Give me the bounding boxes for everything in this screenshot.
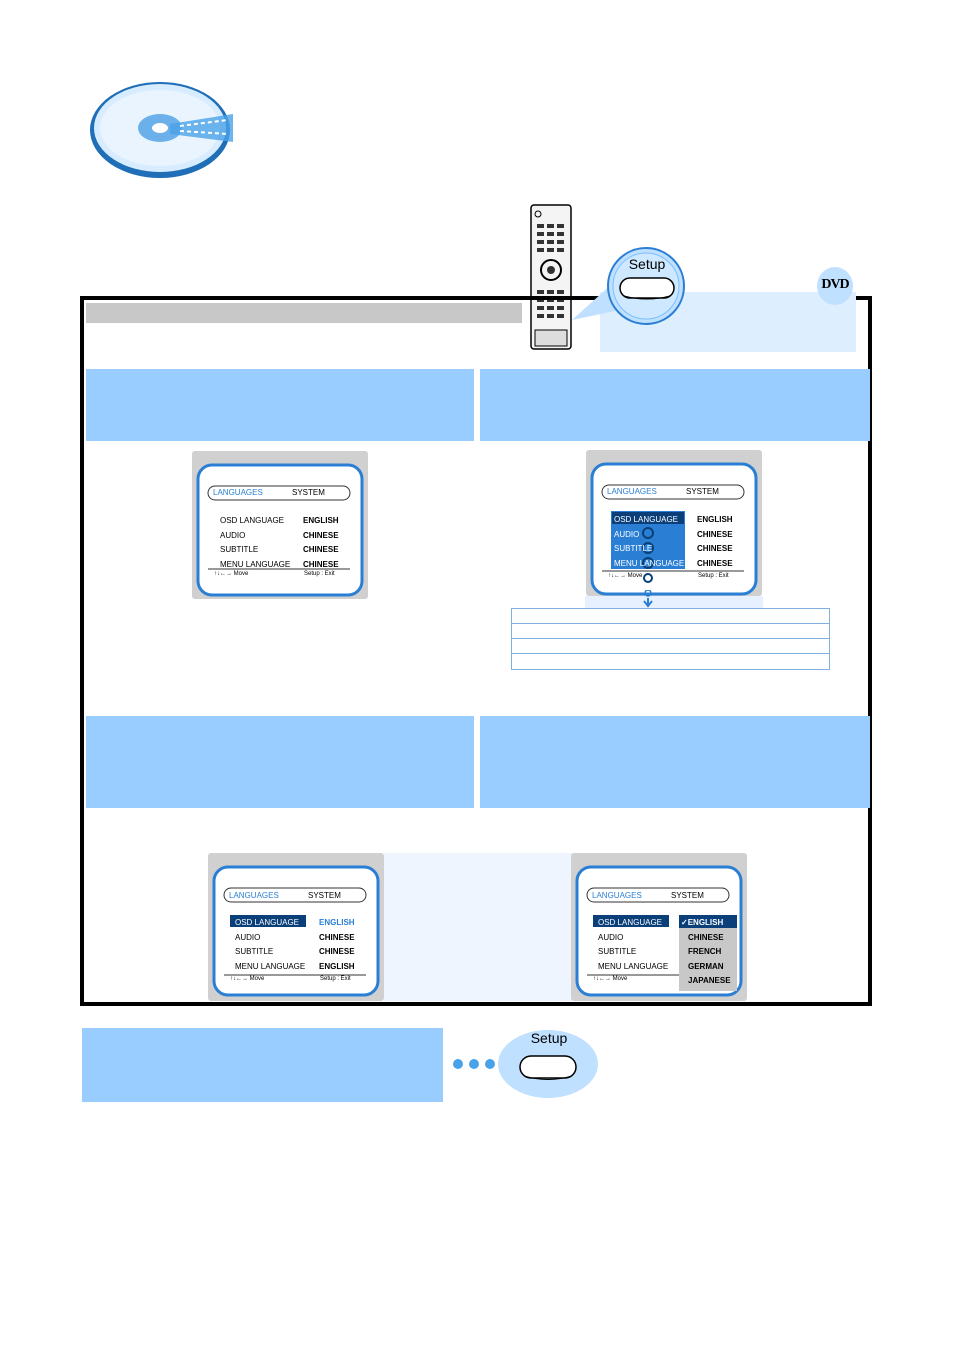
row-label-selected: OSD LANGUAGE <box>614 515 679 524</box>
nav-arrows-icon: ↑↓←→ <box>593 976 613 982</box>
tab-languages: LANGUAGES <box>229 891 279 900</box>
option-item[interactable]: FRENCH <box>688 947 722 956</box>
instruction-frame <box>80 296 872 1006</box>
footer-move: Move <box>249 976 265 982</box>
row-value: CHINESE <box>697 544 733 553</box>
step-3-box <box>86 716 474 808</box>
tab-system: SYSTEM <box>292 488 325 497</box>
row-value: ENGLISH <box>697 515 733 524</box>
row-value: CHINESE <box>303 559 339 569</box>
footer-exit: Setup : Exit <box>320 976 351 982</box>
step-2-box <box>480 369 870 441</box>
footer-exit: Setup : Exit <box>698 573 729 579</box>
footer-move: Move <box>627 573 643 579</box>
final-step-box <box>82 1028 443 1102</box>
row-label: MENU LANGUAGE <box>220 559 291 569</box>
osd-screen-4: LANGUAGES SYSTEM OSD LANGUAGE AUDIO SUBT… <box>571 853 747 1001</box>
check-icon: ✓ <box>681 918 688 927</box>
nav-arrows-icon: ↑↓←→ <box>230 976 250 982</box>
row-label: SUBTITLE <box>614 544 653 553</box>
osd-screen-2: LANGUAGES SYSTEM OSD LANGUAGE AUDIO SUBT… <box>586 450 762 596</box>
nav-arrows-icon: ↑↓←→ <box>214 571 234 577</box>
step-4-box <box>480 716 870 808</box>
osd-screen-3: LANGUAGES SYSTEM OSD LANGUAGE AUDIO SUBT… <box>208 853 384 1001</box>
setup-label: Setup <box>530 1030 568 1046</box>
row-value: ENGLISH <box>303 516 339 525</box>
row-label: AUDIO <box>598 932 624 942</box>
row-label-selected: OSD LANGUAGE <box>598 918 663 927</box>
row-label: AUDIO <box>235 932 261 942</box>
row-value: CHINESE <box>319 932 355 942</box>
tab-system: SYSTEM <box>686 487 719 496</box>
row-label: OSD LANGUAGE <box>220 516 285 525</box>
row-label: MENU LANGUAGE <box>598 961 669 971</box>
note-table <box>511 608 830 670</box>
disc-icon <box>90 82 233 178</box>
nav-arrows-icon: ↑↓←→ <box>608 573 628 579</box>
option-item[interactable]: GERMAN <box>688 961 724 971</box>
section-header-bar <box>86 303 522 323</box>
osd-screen-1: LANGUAGES SYSTEM OSD LANGUAGE AUDIO SUBT… <box>192 451 368 599</box>
setup-callout <box>572 247 856 352</box>
option-selected[interactable]: ✓ENGLISH <box>681 918 724 927</box>
row-label: AUDIO <box>220 530 246 540</box>
tab-system: SYSTEM <box>308 891 341 900</box>
row-label: MENU LANGUAGE <box>235 961 306 971</box>
row-value: CHINESE <box>319 947 355 956</box>
step-1-box <box>86 369 474 441</box>
row-label: SUBTITLE <box>220 545 259 554</box>
arrow-down-icon <box>643 590 653 608</box>
footer-move: Move <box>612 976 628 982</box>
row-label: SUBTITLE <box>235 947 274 956</box>
setup-label: Setup <box>628 256 666 272</box>
row-label: AUDIO <box>614 529 640 539</box>
footer-exit: Setup : Exit <box>304 571 335 577</box>
tab-system: SYSTEM <box>671 891 704 900</box>
tab-languages: LANGUAGES <box>592 891 642 900</box>
row-value: CHINESE <box>697 529 733 539</box>
setup-button-icon <box>453 1030 598 1098</box>
remote-icon <box>530 204 572 350</box>
row-value: CHINESE <box>303 530 339 540</box>
row-value: ENGLISH <box>319 961 355 971</box>
footer-move: Move <box>233 571 249 577</box>
row-label-selected: OSD LANGUAGE <box>235 918 300 927</box>
tab-languages: LANGUAGES <box>607 487 657 496</box>
option-item[interactable]: CHINESE <box>688 932 724 942</box>
row-value: CHINESE <box>303 545 339 554</box>
dvd-badge-icon: DVD <box>821 277 849 292</box>
tab-languages: LANGUAGES <box>213 488 263 497</box>
option-item[interactable]: JAPANESE <box>688 976 731 985</box>
row-label: SUBTITLE <box>598 947 637 956</box>
row-value: CHINESE <box>697 558 733 568</box>
row-value: ENGLISH <box>319 918 355 927</box>
row-label: MENU LANGUAGE <box>614 558 685 568</box>
